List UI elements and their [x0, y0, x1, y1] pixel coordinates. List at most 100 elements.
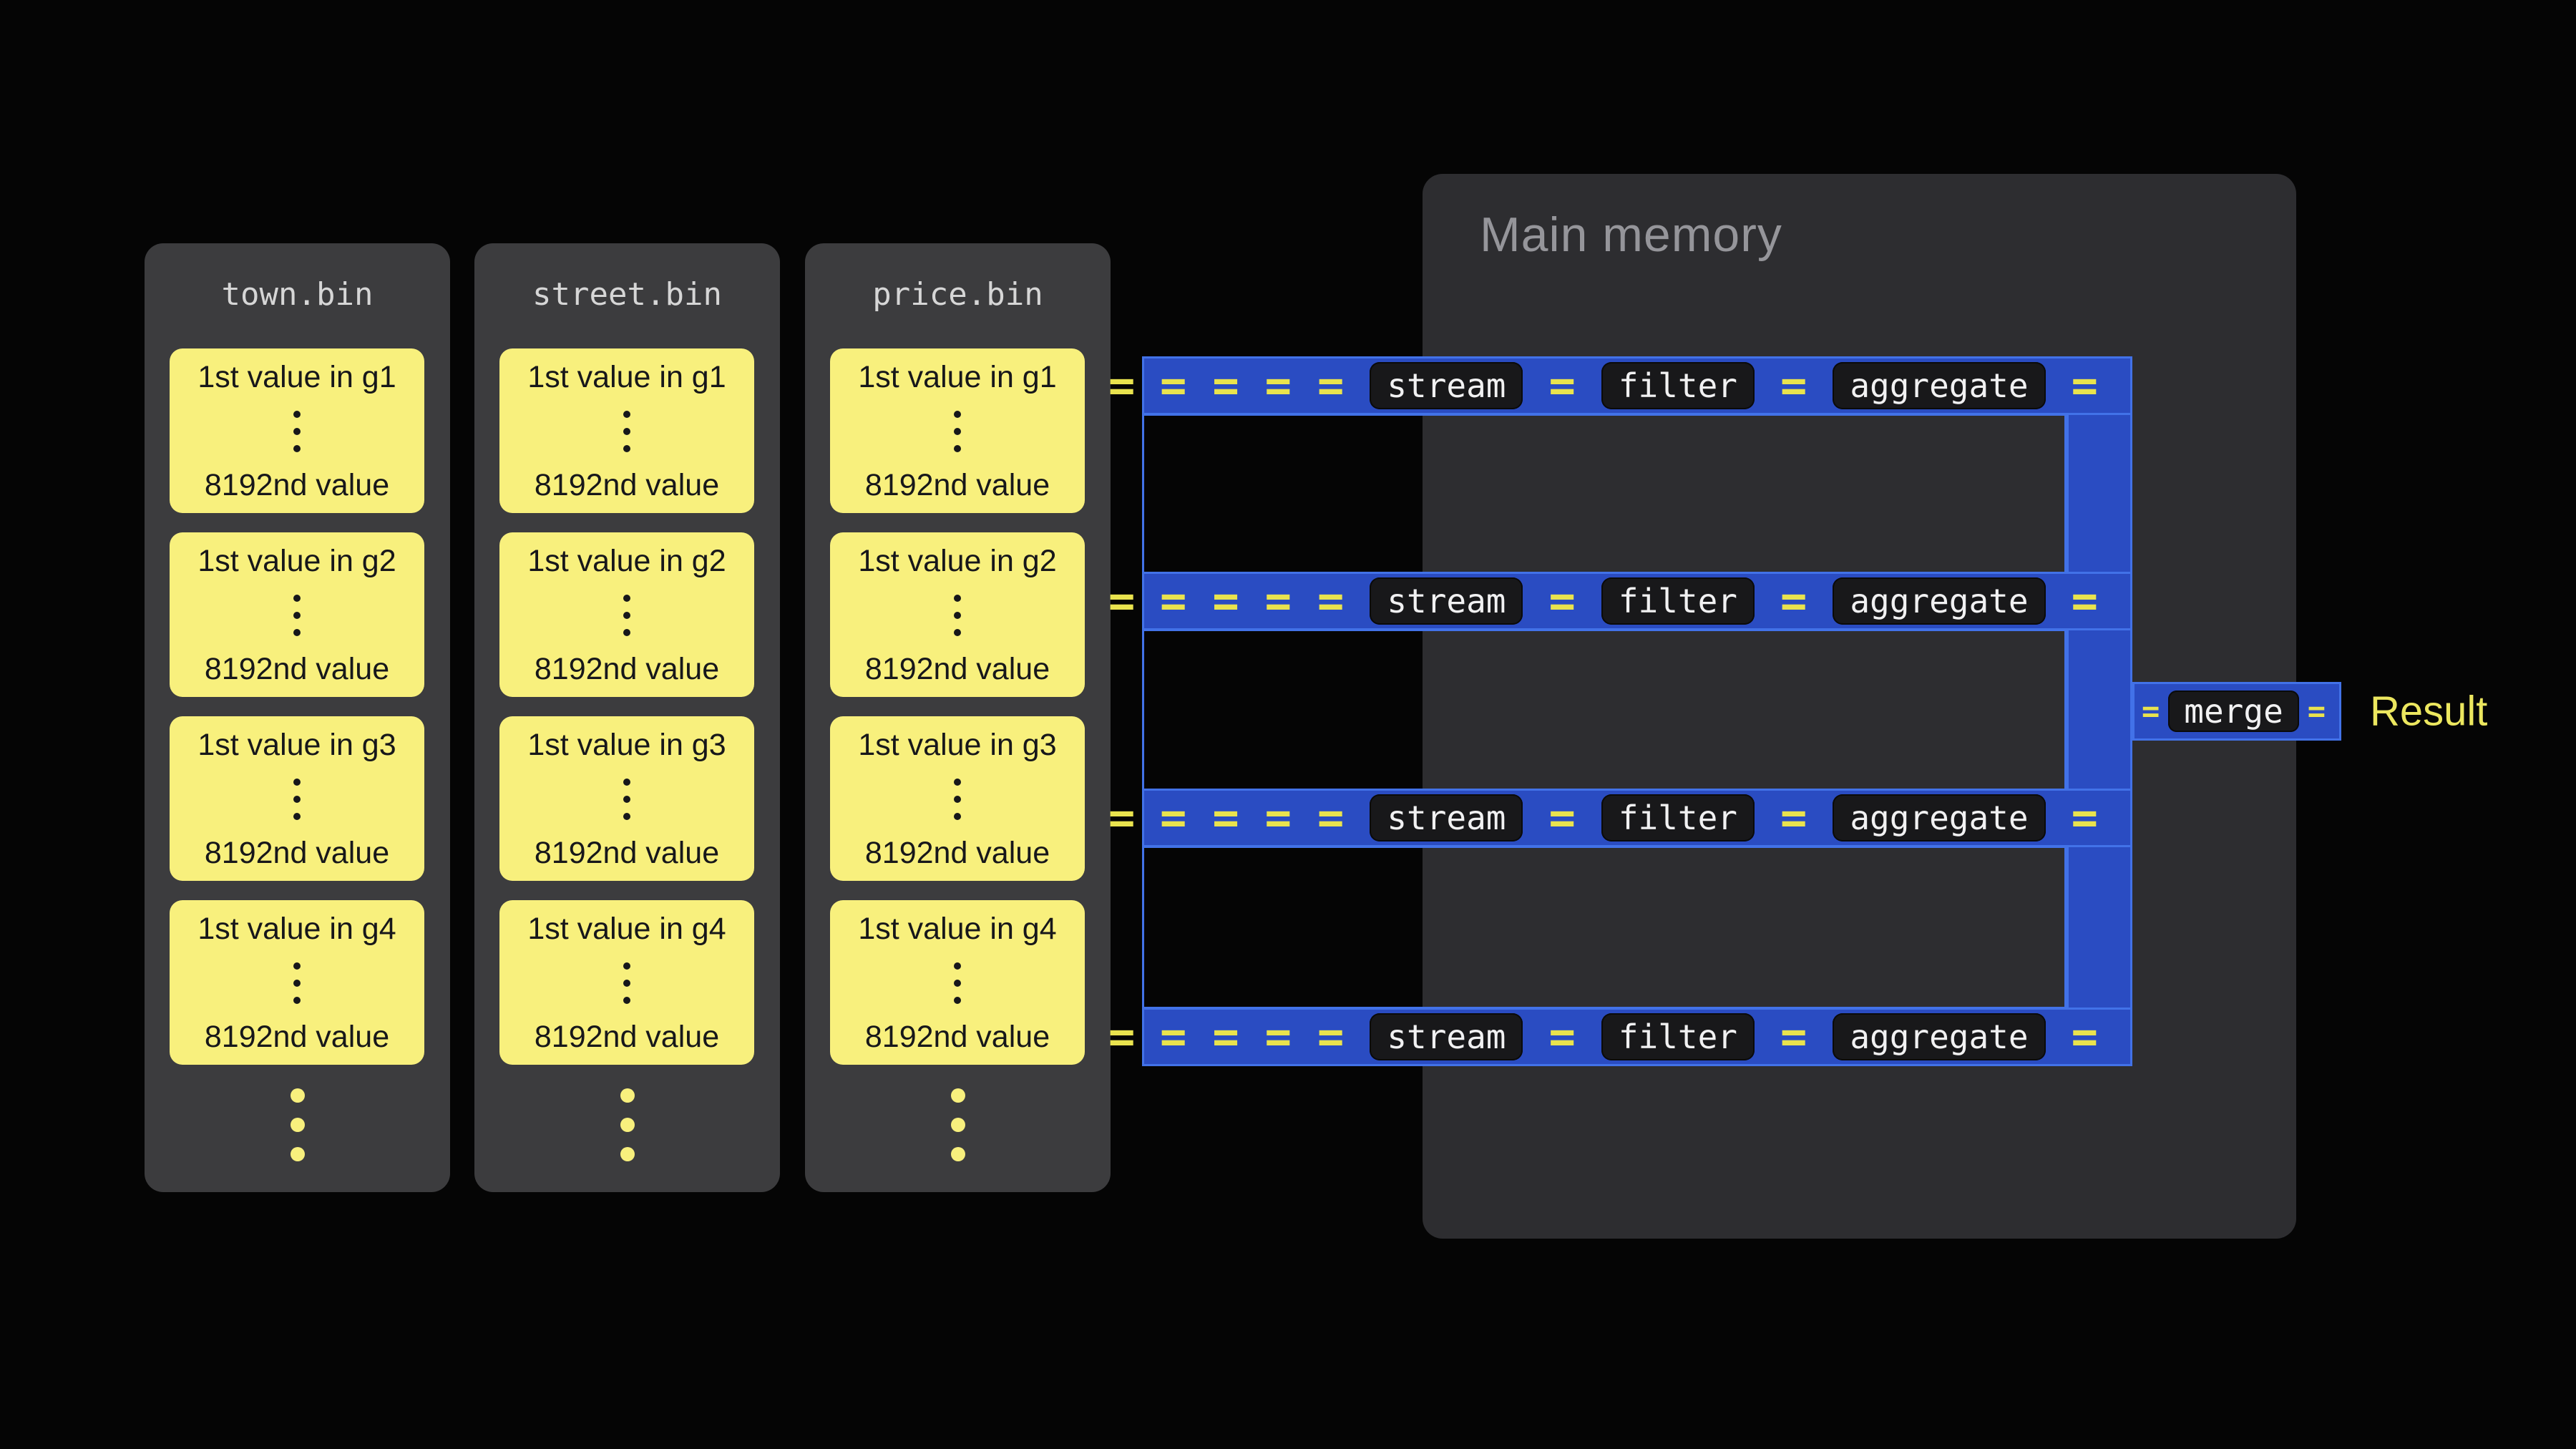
flow-equals-icon: = — [1212, 791, 1239, 844]
flow-equals-icon: = — [1108, 1010, 1136, 1063]
group-first-value: 1st value in g3 — [527, 728, 726, 762]
file-column-town: town.bin 1st value in g1 8192nd value 1s… — [145, 243, 450, 1192]
value-group-g4: 1st value in g4 8192nd value — [830, 900, 1085, 1065]
group-last-value: 8192nd value — [204, 652, 390, 686]
vertical-ellipsis-icon — [954, 779, 961, 820]
group-first-value: 1st value in g4 — [527, 912, 726, 946]
pipeline-merge-bus — [2067, 356, 2132, 1066]
more-groups-ellipsis-icon — [620, 1088, 635, 1161]
flow-equals-icon: = — [1160, 575, 1187, 627]
stage-stream: stream — [1370, 794, 1523, 841]
flow-equals-icon: = — [1548, 575, 1576, 627]
flow-equals-icon: = — [1212, 575, 1239, 627]
group-first-value: 1st value in g1 — [197, 360, 396, 394]
flow-equals-icon: = — [1264, 359, 1292, 411]
pipeline-connector-outline — [1142, 629, 2067, 791]
file-name: price.bin — [872, 276, 1043, 313]
vertical-ellipsis-icon — [623, 779, 630, 820]
stage-aggregate: aggregate — [1833, 362, 2046, 409]
group-first-value: 1st value in g3 — [197, 728, 396, 762]
group-last-value: 8192nd value — [204, 468, 390, 502]
pipeline-connector-outline — [1142, 846, 2067, 1009]
vertical-ellipsis-icon — [954, 962, 961, 1004]
group-first-value: 1st value in g1 — [858, 360, 1057, 394]
flow-equals-icon: = — [1317, 1010, 1345, 1063]
group-last-value: 8192nd value — [864, 652, 1050, 686]
value-group-g3: 1st value in g3 8192nd value — [170, 716, 424, 881]
flow-equals-icon: = — [1108, 791, 1136, 844]
value-group-g1: 1st value in g1 8192nd value — [170, 348, 424, 513]
pipeline-row-3: = = = = = stream = filter = aggregate = — [1108, 789, 2132, 847]
stage-stream: stream — [1370, 362, 1523, 409]
value-group-g2: 1st value in g2 8192nd value — [499, 532, 754, 697]
pipeline-row-1: = = = = = stream = filter = aggregate = — [1108, 356, 2132, 415]
group-first-value: 1st value in g4 — [197, 912, 396, 946]
flow-equals-icon: = — [2071, 1010, 2098, 1063]
pipeline-connector-outline — [1142, 414, 2067, 575]
flow-equals-icon: = — [1780, 359, 1807, 411]
value-group-g4: 1st value in g4 8192nd value — [170, 900, 424, 1065]
result-label: Result — [2370, 688, 2488, 735]
group-last-value: 8192nd value — [864, 1020, 1050, 1054]
value-group-g2: 1st value in g2 8192nd value — [170, 532, 424, 697]
value-group-g3: 1st value in g3 8192nd value — [499, 716, 754, 881]
flow-equals-icon: = — [1264, 575, 1292, 627]
group-last-value: 8192nd value — [864, 468, 1050, 502]
group-last-value: 8192nd value — [204, 1020, 390, 1054]
group-last-value: 8192nd value — [534, 1020, 720, 1054]
flow-equals-icon: = — [1780, 791, 1807, 844]
group-first-value: 1st value in g2 — [527, 544, 726, 578]
flow-equals-icon: = — [1160, 359, 1187, 411]
flow-equals-icon: = — [1212, 1010, 1239, 1063]
stage-filter: filter — [1601, 577, 1755, 625]
flow-equals-icon: = — [1108, 359, 1136, 411]
group-last-value: 8192nd value — [204, 836, 390, 870]
flow-equals-icon: = — [1160, 791, 1187, 844]
value-group-g4: 1st value in g4 8192nd value — [499, 900, 754, 1065]
flow-equals-icon: = — [2142, 693, 2160, 728]
flow-equals-icon: = — [1264, 791, 1292, 844]
group-first-value: 1st value in g2 — [858, 544, 1057, 578]
vertical-ellipsis-icon — [623, 595, 630, 636]
stage-stream: stream — [1370, 1013, 1523, 1060]
flow-equals-icon: = — [1317, 575, 1345, 627]
stage-merge: merge — [2168, 691, 2299, 732]
flow-equals-icon: = — [1108, 575, 1136, 627]
flow-equals-icon: = — [1317, 791, 1345, 844]
vertical-ellipsis-icon — [954, 595, 961, 636]
flow-equals-icon: = — [2071, 791, 2098, 844]
stage-aggregate: aggregate — [1833, 1013, 2046, 1060]
group-first-value: 1st value in g3 — [858, 728, 1057, 762]
stage-filter: filter — [1601, 362, 1755, 409]
vertical-ellipsis-icon — [623, 411, 630, 452]
value-group-g2: 1st value in g2 8192nd value — [830, 532, 1085, 697]
vertical-ellipsis-icon — [954, 411, 961, 452]
value-group-g1: 1st value in g1 8192nd value — [830, 348, 1085, 513]
pipeline-row-2: = = = = = stream = filter = aggregate = — [1108, 572, 2132, 630]
flow-equals-icon: = — [1548, 1010, 1576, 1063]
flow-equals-icon: = — [1780, 1010, 1807, 1063]
flow-equals-icon: = — [1780, 575, 1807, 627]
flow-equals-icon: = — [1548, 359, 1576, 411]
stage-filter: filter — [1601, 1013, 1755, 1060]
vertical-ellipsis-icon — [293, 595, 301, 636]
flow-equals-icon: = — [1264, 1010, 1292, 1063]
stage-aggregate: aggregate — [1833, 794, 2046, 841]
vertical-ellipsis-icon — [623, 962, 630, 1004]
vertical-ellipsis-icon — [293, 962, 301, 1004]
pipeline-row-4: = = = = = stream = filter = aggregate = — [1108, 1008, 2132, 1066]
group-last-value: 8192nd value — [534, 468, 720, 502]
group-first-value: 1st value in g2 — [197, 544, 396, 578]
more-groups-ellipsis-icon — [290, 1088, 305, 1161]
flow-equals-icon: = — [1548, 791, 1576, 844]
merge-stub: = merge = — [2132, 682, 2341, 741]
value-group-g3: 1st value in g3 8192nd value — [830, 716, 1085, 881]
flow-equals-icon: = — [1160, 1010, 1187, 1063]
group-last-value: 8192nd value — [534, 836, 720, 870]
flow-equals-icon: = — [1212, 359, 1239, 411]
stage-filter: filter — [1601, 794, 1755, 841]
flow-equals-icon: = — [1317, 359, 1345, 411]
group-last-value: 8192nd value — [864, 836, 1050, 870]
flow-equals-icon: = — [2307, 693, 2326, 728]
